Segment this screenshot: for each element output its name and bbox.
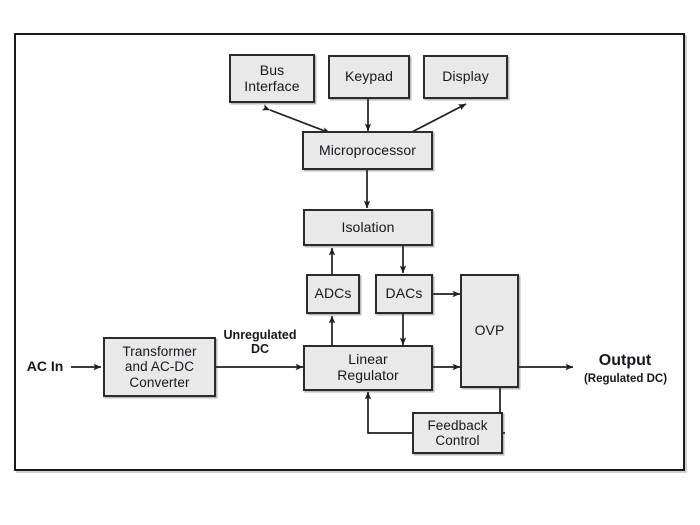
diagram-frame <box>14 33 685 471</box>
block-label: DACs <box>385 285 423 302</box>
label-ac-in: AC In <box>26 358 64 374</box>
block-microprocessor[interactable]: Microprocessor <box>302 131 433 170</box>
label-output: Output <box>598 352 652 369</box>
block-label: Keypad <box>344 68 394 85</box>
block-ovp[interactable]: OVP <box>460 274 519 388</box>
block-keypad[interactable]: Keypad <box>328 55 410 99</box>
block-label: Microprocessor <box>318 141 417 158</box>
block-label: Display <box>442 68 489 85</box>
block-dacs[interactable]: DACs <box>375 274 433 314</box>
block-adcs[interactable]: ADCs <box>306 274 360 314</box>
block-label: Isolation <box>341 218 395 235</box>
block-label: ADCs <box>314 285 352 302</box>
block-display[interactable]: Display <box>423 55 508 99</box>
label-output-sub: (Regulated DC) <box>583 373 668 385</box>
block-isolation[interactable]: Isolation <box>303 209 433 246</box>
block-label: OVP <box>474 322 505 339</box>
